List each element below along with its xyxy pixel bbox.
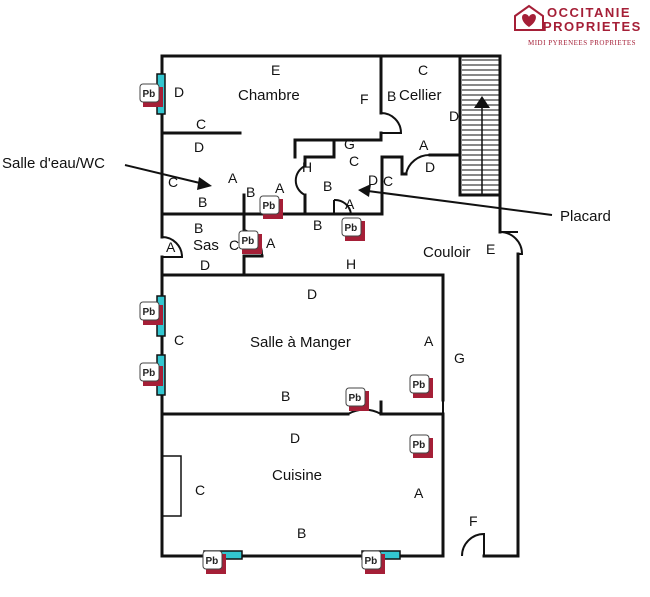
arrow-placard-head: [358, 184, 371, 197]
wall-letter: C: [174, 332, 184, 348]
heart-icon: [522, 14, 536, 27]
annotation-placard: Placard: [560, 208, 611, 225]
wall-letters: E D F C D C A B B A C B D A D G H C B D …: [166, 62, 495, 541]
lead-marker-pb: Pb: [139, 83, 163, 107]
lead-marker-pb: Pb: [139, 301, 163, 325]
wall-letter: E: [271, 62, 280, 78]
wall-letter: C: [229, 237, 239, 253]
wall-letter: D: [194, 139, 204, 155]
stair-arrow-head: [474, 96, 490, 108]
wall-letter: A: [424, 333, 434, 349]
door-couloir: [499, 231, 524, 255]
walls: [160, 54, 520, 558]
wall-letter: C: [383, 173, 393, 189]
wall-letter: A: [166, 239, 176, 255]
door-cellier: [405, 153, 431, 175]
arrow-placard-shaft: [367, 190, 553, 216]
room-salle-a-manger: Salle à Manger: [250, 334, 351, 351]
room-sas: Sas: [193, 237, 219, 254]
pb-label: Pb: [143, 307, 156, 318]
wall-letter: G: [344, 136, 355, 152]
wall-letter: C: [168, 174, 178, 190]
wall-letter: B: [297, 525, 306, 541]
house-heart-icon: [514, 4, 544, 31]
logo-line-2: PROPRIETES: [543, 19, 642, 34]
room-cellier: Cellier: [399, 87, 442, 104]
wall-letter: A: [275, 180, 285, 196]
staircase: [462, 59, 499, 191]
door-closet: [294, 165, 306, 196]
wall-letter: A: [228, 170, 238, 186]
wall-letter: C: [195, 482, 205, 498]
lead-marker-pb: Pb: [345, 387, 369, 411]
wall-letter: D: [174, 84, 184, 100]
room-chambre: Chambre: [238, 87, 300, 104]
wall-letter: D: [368, 172, 378, 188]
pb-label: Pb: [263, 201, 276, 212]
pb-label: Pb: [413, 380, 426, 391]
wall-letter: A: [419, 137, 429, 153]
pb-label: Pb: [349, 393, 362, 404]
lead-marker-pb: Pb: [409, 434, 433, 458]
door-chambre-cellier: [380, 112, 403, 134]
pb-label: Pb: [413, 440, 426, 451]
wall-letter: E: [486, 241, 495, 257]
wall-letter: D: [200, 257, 210, 273]
lead-marker-pb: Pb: [341, 217, 365, 241]
annotation-salle-eau: Salle d'eau/WC: [2, 155, 105, 172]
lead-marker-pb: Pb: [361, 550, 385, 574]
lead-marker-pb: Pb: [202, 550, 226, 574]
wall-letter: G: [454, 350, 465, 366]
logo-tagline: MIDI PYRENEES PROPRIETES: [528, 39, 636, 47]
wall-letter: A: [414, 485, 424, 501]
wall-letter: A: [266, 235, 276, 251]
wall-letter: C: [418, 62, 428, 78]
wall-letter: C: [349, 153, 359, 169]
wall-letter: D: [290, 430, 300, 446]
door-sas-left: [161, 236, 184, 258]
wall-letter: F: [469, 513, 478, 529]
arrow-salle-eau-shaft: [124, 164, 205, 185]
wall-letter: B: [323, 178, 332, 194]
wall-letter: C: [196, 116, 206, 132]
wall-letter: D: [425, 159, 435, 175]
wall-letter: D: [307, 286, 317, 302]
lead-marker-pb: Pb: [259, 195, 283, 219]
wall-letter: B: [198, 194, 207, 210]
room-couloir: Couloir: [423, 244, 471, 261]
wall-letter: F: [360, 91, 369, 107]
room-cuisine: Cuisine: [272, 467, 322, 484]
pb-label: Pb: [143, 368, 156, 379]
lead-marker-pb: Pb: [139, 362, 163, 386]
wall-letter: D: [449, 108, 459, 124]
arrow-salle-eau-head: [197, 177, 212, 190]
lead-marker-pb: Pb: [409, 374, 433, 398]
wall-letter: H: [302, 159, 312, 175]
kitchen-counter: [161, 455, 182, 517]
wall-letter: B: [246, 184, 255, 200]
wall-letter: H: [346, 256, 356, 272]
wall-letter: B: [313, 217, 322, 233]
wall-letter: B: [281, 388, 290, 404]
logo-line-1: OCCITANIE: [547, 5, 631, 20]
pb-label: Pb: [345, 223, 358, 234]
pb-label: Pb: [242, 236, 255, 247]
door-placard: [333, 198, 352, 215]
wall-letter: B: [387, 88, 396, 104]
company-logo: OCCITANIE PROPRIETES MIDI PYRENEES PROPR…: [514, 4, 642, 47]
door-exit: [461, 532, 485, 557]
wall-letter: A: [345, 196, 355, 212]
pb-label: Pb: [206, 556, 219, 567]
wall-letter: B: [194, 220, 203, 236]
pb-label: Pb: [143, 89, 156, 100]
lead-marker-pb: Pb: [238, 230, 262, 254]
pb-label: Pb: [365, 556, 378, 567]
